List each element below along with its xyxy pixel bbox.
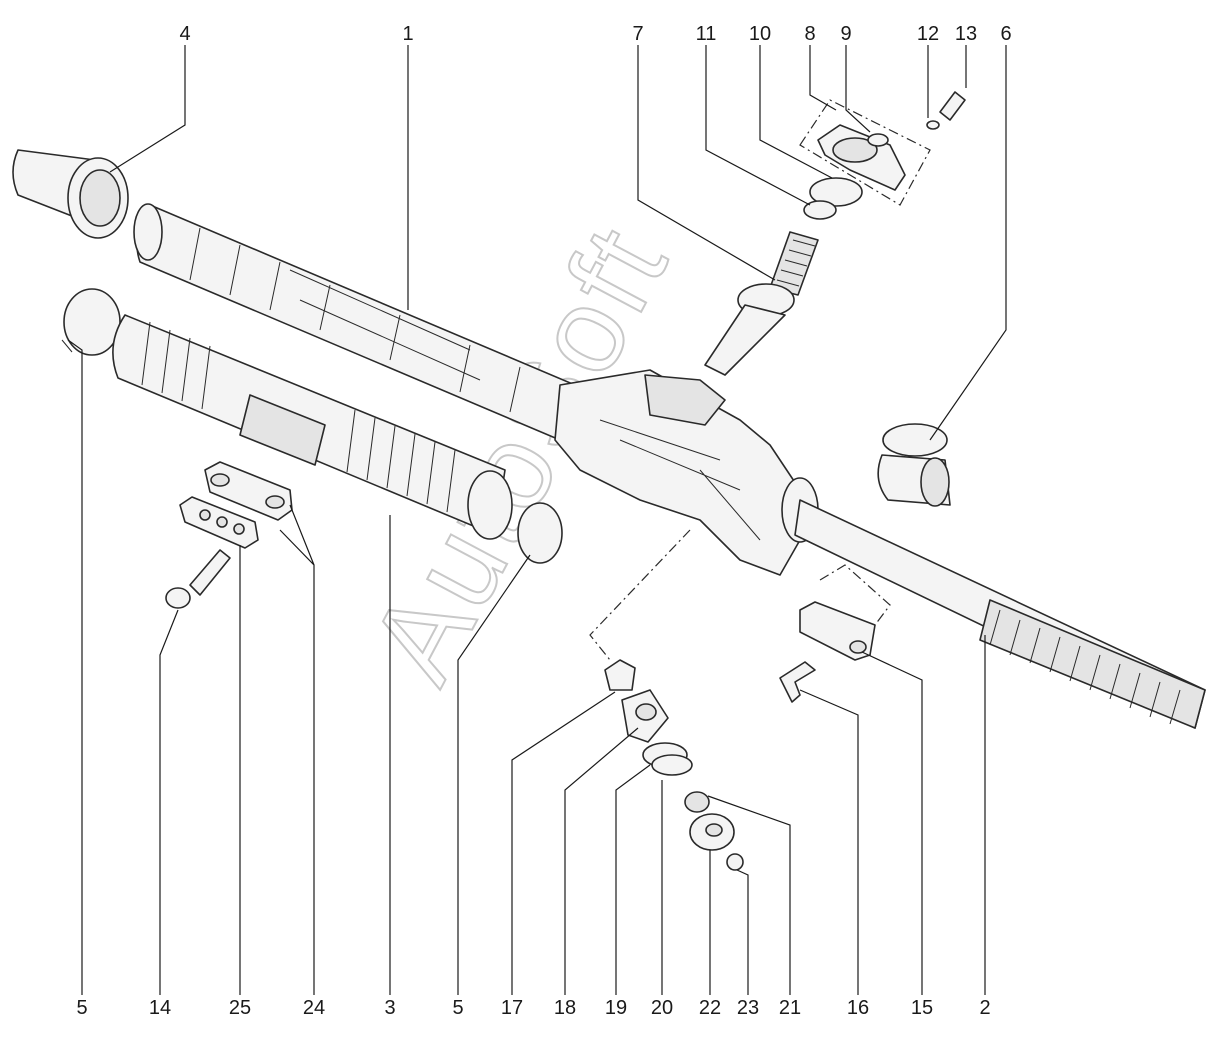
callout-20: 20 [651,997,673,1019]
part-seal-11 [803,200,837,220]
leader-lines [67,45,1007,995]
callout-22: 22 [699,997,721,1019]
part-o-ring-20 [651,754,693,776]
callout-14: 14 [149,997,171,1019]
callout-6: 6 [1000,23,1011,45]
part-rack-shaft [794,499,1206,729]
part-flange-plate [799,99,931,206]
part-bolt-13 [939,91,966,121]
callout-16: 16 [847,997,869,1019]
callout-13: 13 [955,23,977,45]
guide-line-rack [819,564,891,626]
part-o-ring-10 [809,177,863,207]
part-bellows-boot [112,314,513,540]
callout-21: 21 [779,997,801,1019]
callout-4: 4 [179,23,190,45]
callout-25: 25 [229,997,251,1019]
callout-15: 15 [911,997,933,1019]
part-clamp-ring-mid [517,502,563,564]
part-spring-21 [684,791,710,813]
part-washer-12 [926,120,940,130]
part-pinion-cap [877,423,951,507]
callouts-top: 4 1 7 11 10 8 9 12 13 6 [179,23,1011,45]
part-gear-housing [554,369,819,576]
part-lock-nut-23 [726,853,744,871]
callouts-bottom: 5 14 25 24 3 5 17 18 19 20 22 23 21 16 1… [76,997,990,1019]
part-yoke-17 [604,659,636,691]
part-bracket-15 [799,601,876,661]
callout-3: 3 [384,997,395,1019]
callout-2: 2 [979,997,990,1019]
callout-17: 17 [501,997,523,1019]
guide-line-yoke [589,529,691,661]
part-adjust-plug-22 [689,813,735,851]
part-yoke-18 [621,689,669,743]
callout-24: 24 [303,997,325,1019]
callout-1: 1 [402,23,413,45]
callout-23: 23 [737,997,759,1019]
callout-9: 9 [840,23,851,45]
callout-18: 18 [554,997,576,1019]
part-pinion-shaft [704,231,819,376]
part-clip-16 [779,661,816,703]
callout-19: 19 [605,997,627,1019]
part-gasket-25 [179,496,259,549]
callout-5-mid: 5 [452,997,463,1019]
callout-8: 8 [804,23,815,45]
callout-11: 11 [696,23,717,45]
callout-12: 12 [917,23,939,45]
part-end-cap [12,149,129,239]
part-bolt-14 [165,549,231,609]
callout-5-left: 5 [76,997,87,1019]
callout-7: 7 [632,23,643,45]
callout-10: 10 [749,23,771,45]
part-rack-housing [133,203,576,441]
part-clamp-ring-left [61,288,121,356]
